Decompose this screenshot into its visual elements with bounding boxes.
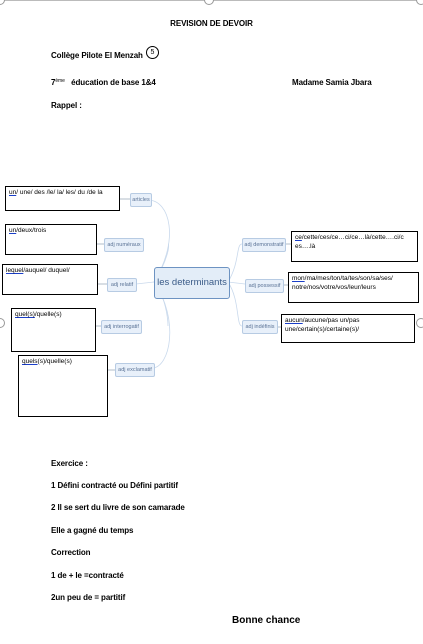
school-name: Collège Pilote El Menzah <box>51 51 143 60</box>
box-relatif: lequel/auquel/ duquel/ <box>2 264 98 295</box>
node-adj-relatif: adj relatif <box>107 278 137 292</box>
node-adj-demonstratif: adj demonstratif <box>242 238 286 252</box>
node-articles: articles <box>130 193 152 207</box>
box-exclamatif: quels(s)/quelle(s) <box>18 355 108 417</box>
correction-line-1: 1 de + le =contracté <box>51 571 124 580</box>
node-adj-indefinis: adj indéfinis <box>242 320 278 334</box>
grade-text: éducation de base 1&4 <box>71 78 156 87</box>
link-relatif <box>135 281 155 285</box>
node-adj-possessif: adj possessif <box>245 279 284 293</box>
node-adj-numeraux: adj numéraux <box>104 238 144 252</box>
exercise-line-3: Elle a gagné du temps <box>51 526 134 535</box>
exercise-line-2: 2 Il se sert du livre de son camarade <box>51 503 185 512</box>
exercise-heading: Exercice : <box>51 459 88 468</box>
mindmap-center-node: les determinants <box>154 267 230 299</box>
closing-text: Bonne chance <box>232 615 301 626</box>
grade-line: 7ème éducation de base 1&4 <box>51 78 156 87</box>
exercise-line-1: 1 Défini contracté ou Défini partitif <box>51 481 178 490</box>
document-title: REVISION DE DEVOIR <box>170 19 253 28</box>
box-demonstratif: ce/cette/ces/ce…ci/ce…là/cette….ci/c es…… <box>291 231 418 262</box>
correction-line-2: 2un peu de = partitif <box>51 593 126 602</box>
node-adj-interrogatif: adj interrogatif <box>101 320 142 334</box>
correction-heading: Correction <box>51 548 91 557</box>
box-indefinis: aucun/aucune/pas un/pas une/certain(s)/c… <box>281 314 415 343</box>
side-handle-right <box>416 318 423 328</box>
school-number-badge: 5 <box>146 46 159 59</box>
box-numeraux: un/deux/trois <box>5 224 97 255</box>
grade-number: 7 <box>51 78 56 87</box>
box-articles: un/ une/ des /le/ la/ les/ du /de la <box>5 186 120 211</box>
grade-superscript: ème <box>55 78 65 84</box>
teacher-name: Madame Samia Jbara <box>292 78 372 87</box>
node-adj-exclamatif: adj exclamatif <box>115 363 155 377</box>
corner-handle-right <box>416 0 423 5</box>
rappel-label: Rappel : <box>51 101 82 110</box>
box-interrogatif: quel(s)/quelle(s) <box>11 308 96 352</box>
box-possessif: mon/ma/mes/ton/ta/tes/son/sa/ses/ notre/… <box>288 272 419 303</box>
